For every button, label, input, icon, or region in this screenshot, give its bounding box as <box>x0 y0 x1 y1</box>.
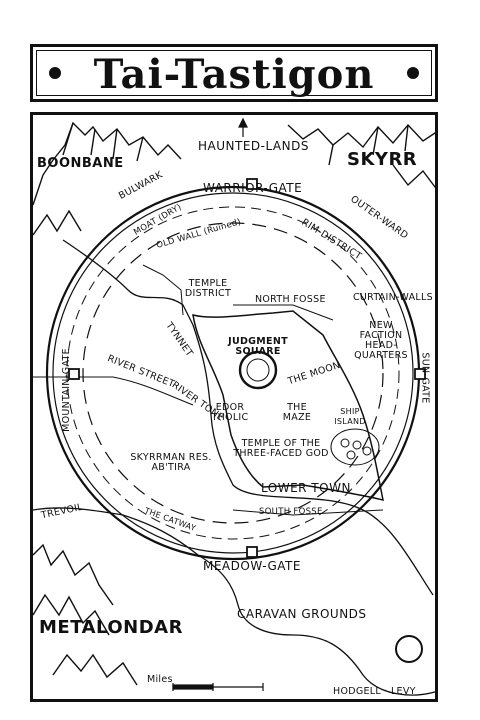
label-skyrr: SKYRR <box>347 149 418 170</box>
river <box>33 239 435 696</box>
label-temple-district: TEMPLE DISTRICT <box>184 278 232 299</box>
tynnet-road <box>142 264 184 316</box>
map-frame: HAUNTED-LANDS BOONBANE SKYRR BULWARK WAR… <box>30 112 438 702</box>
label-sun-gate: SUN-GATE <box>419 352 431 404</box>
label-the-maze: THE MAZE <box>282 402 312 423</box>
label-credit: HODGELL · LEVY <box>333 686 416 697</box>
old-wall <box>82 222 384 524</box>
label-meadow-gate: MEADOW-GATE <box>203 559 301 573</box>
label-metalondar: METALONDAR <box>39 617 183 638</box>
label-haunted-lands: HAUNTED-LANDS <box>198 139 309 153</box>
label-curtain-walls: CURTAIN-WALLS <box>353 292 433 303</box>
outer-wall-inner <box>52 192 414 554</box>
label-ship-island: SHIP ISLAND <box>334 407 366 426</box>
label-skyrrman-res: SKYRRMAN RES. AB'TIRA <box>130 452 212 473</box>
bullet-icon <box>407 67 419 79</box>
map-title: Tai-Tastigon <box>93 51 375 98</box>
bullet-icon <box>49 67 61 79</box>
warrior-gate-marker <box>246 178 258 190</box>
outer-wall <box>45 185 421 561</box>
north-fosse <box>233 304 334 321</box>
judgment-square-center <box>246 358 270 382</box>
label-mountain-gate: MOUNTAIN-GATE <box>60 348 72 432</box>
label-north-fosse: NORTH FOSSE <box>255 294 326 305</box>
judgment-square <box>238 350 278 390</box>
label-boonbane: BOONBANE <box>37 156 124 171</box>
label-miles: Miles <box>147 674 173 685</box>
title-banner: Tai-Tastigon <box>30 44 438 102</box>
moat <box>66 206 400 540</box>
scale-bar-icon <box>172 683 264 691</box>
mountain-range-icon <box>33 121 435 686</box>
mountain-gate-marker <box>68 368 80 380</box>
north-arrow-icon <box>238 117 248 137</box>
south-fosse <box>232 509 384 516</box>
meadow-gate-marker <box>246 546 258 558</box>
label-warrior-gate: WARRIOR-GATE <box>203 181 303 195</box>
river-street <box>79 376 194 406</box>
ship-island <box>330 428 380 466</box>
label-new-faction-hq: NEW FACTION HEAD-QUARTERS <box>354 320 408 361</box>
label-temple-three-faced: TEMPLE OF THE THREE-FACED GOD <box>233 438 329 459</box>
label-judgment-square: JUDGMENT SQUARE <box>228 336 288 357</box>
inner-district-wall <box>192 310 384 502</box>
city-map <box>33 117 435 696</box>
label-caravan-grounds: CARAVAN GROUNDS <box>237 607 367 621</box>
compass-rose-icon <box>395 635 423 663</box>
label-lower-town: LOWER TOWN <box>261 481 351 495</box>
label-edor-tholic: EDOR THOLIC <box>211 402 249 423</box>
label-south-fosse: SOUTH FOSSE <box>259 507 323 517</box>
sun-gate-marker <box>414 368 426 380</box>
